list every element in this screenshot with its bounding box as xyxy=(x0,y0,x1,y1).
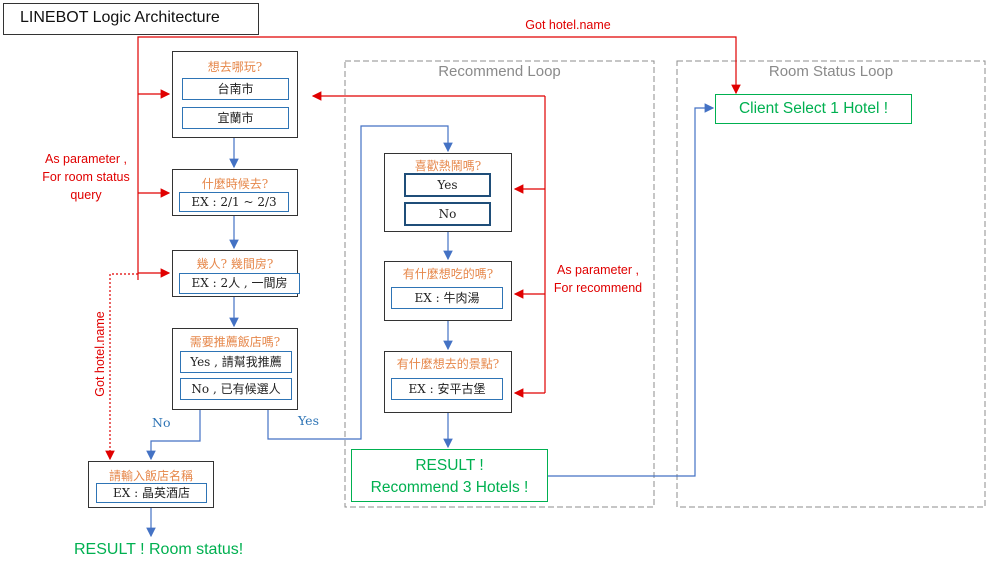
sight-question: 有什麼想去的景點? xyxy=(396,357,500,371)
food-question: 有什麼想吃的嗎? xyxy=(402,267,494,281)
option-recommend-no[interactable]: No , 已有候選人 xyxy=(180,378,292,400)
option-recommend-yes[interactable]: Yes , 請幫我推薦 xyxy=(180,351,292,373)
option-lively-no[interactable]: No xyxy=(404,202,491,226)
param-room-status-label: As parameter , For room status query xyxy=(22,150,150,204)
recommend-result-line2: Recommend 3 Hotels ! xyxy=(370,479,529,496)
client-select-box: Client Select 1 Hotel ! xyxy=(715,94,912,124)
recommend-loop-title: Recommend Loop xyxy=(438,63,561,80)
when-example: EX : 2/1 ~ 2/3 xyxy=(179,192,289,212)
room-status-loop-frame xyxy=(676,60,986,508)
when-question: 什麼時候去? xyxy=(201,177,269,191)
param-recommend-line1: As parameter , xyxy=(557,263,639,277)
diagram-title: LINEBOT Logic Architecture xyxy=(3,3,259,35)
yes-branch-label: Yes xyxy=(298,413,319,428)
param-room-line2: For room status xyxy=(42,170,130,184)
got-hotel-name-top-label: Got hotel.name xyxy=(525,18,611,32)
where-question: 想去哪玩? xyxy=(207,60,263,74)
room-status-result: RESULT ! Room status! xyxy=(74,541,244,558)
hotel-name-example: EX : 晶英酒店 xyxy=(96,483,207,503)
param-room-line1: As parameter , xyxy=(45,152,127,166)
no-branch-label: No xyxy=(152,415,171,430)
option-lively-yes[interactable]: Yes xyxy=(404,173,491,197)
people-question: 幾人? 幾間房? xyxy=(196,257,274,271)
lively-question: 喜歡熱鬧嗎? xyxy=(414,159,482,173)
recommend-loop-frame xyxy=(344,60,655,508)
sight-example: EX : 安平古堡 xyxy=(391,378,503,400)
option-tainan[interactable]: 台南市 xyxy=(182,78,289,100)
recommend-question: 需要推薦飯店嗎? xyxy=(189,335,281,349)
param-recommend-label: As parameter , For recommend xyxy=(540,261,656,297)
people-example: EX : 2人 , 一間房 xyxy=(179,273,300,294)
option-yilan[interactable]: 宜蘭市 xyxy=(182,107,289,129)
room-status-loop-title: Room Status Loop xyxy=(768,63,894,80)
hotel-name-question: 請輸入飯店名稱 xyxy=(108,469,193,483)
recommend-result-line1: RESULT ! xyxy=(415,457,484,474)
param-room-line3: query xyxy=(70,188,102,202)
food-example: EX : 牛肉湯 xyxy=(391,287,503,309)
param-recommend-line2: For recommend xyxy=(553,281,643,295)
got-hotel-name-side-label: Got hotel.name xyxy=(93,311,107,397)
recommend-result-box: RESULT ! Recommend 3 Hotels ! xyxy=(351,449,548,502)
